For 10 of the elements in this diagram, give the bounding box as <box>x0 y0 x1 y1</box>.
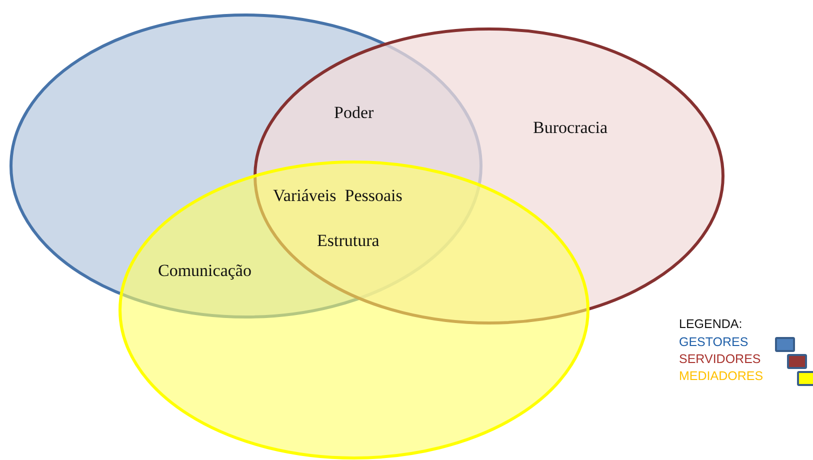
region-label: Poder <box>334 103 374 123</box>
legend-label: GESTORES <box>679 335 748 349</box>
region-label: Estrutura <box>317 231 380 251</box>
legend-title: LEGENDA: <box>679 317 742 331</box>
region-label: Variáveis Pessoais <box>273 186 402 206</box>
legend-label: MEDIADORES <box>679 369 764 383</box>
region-label: Comunicação <box>158 261 252 281</box>
region-label: Burocracia <box>533 118 608 138</box>
venn-ellipse <box>118 160 590 460</box>
legend-label: SERVIDORES <box>679 352 761 366</box>
